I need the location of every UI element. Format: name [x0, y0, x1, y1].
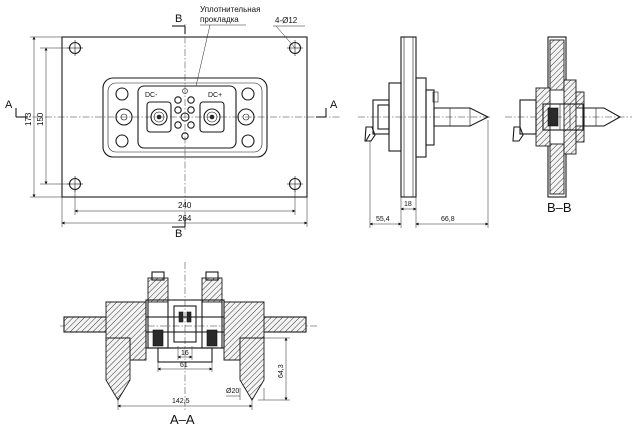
signal-pins — [174, 88, 195, 140]
svg-text:61: 61 — [180, 362, 188, 369]
mounting-holes — [67, 40, 303, 192]
svg-text:A: A — [330, 99, 338, 111]
svg-text:4-Ø12: 4-Ø12 — [275, 16, 298, 25]
dc-positive-label: DC+ — [208, 92, 222, 99]
front-view: DC- DC+ B B A A Уплотнительная — [5, 5, 340, 240]
svg-text:173: 173 — [24, 112, 33, 126]
side-view: 18 55,4 66,8 — [358, 36, 492, 228]
svg-text:A: A — [5, 99, 13, 111]
svg-text:16: 16 — [181, 350, 189, 357]
dc-negative-label: DC- — [145, 92, 158, 99]
svg-text:B: B — [175, 13, 182, 25]
holes-callout: 4-Ø12 — [273, 16, 305, 49]
housing-bosses — [115, 87, 255, 148]
gasket-callout: Уплотнительная прокладка — [195, 5, 260, 87]
svg-text:прокладка: прокладка — [200, 15, 239, 24]
svg-text:55,4: 55,4 — [376, 216, 390, 223]
dim-width: 240 264 — [61, 190, 308, 227]
svg-text:Ø20: Ø20 — [226, 388, 239, 395]
svg-text:18: 18 — [404, 201, 412, 208]
dim-height: 173 150 — [24, 36, 70, 198]
section-a-left: A — [5, 99, 28, 118]
svg-text:142,5: 142,5 — [172, 398, 190, 405]
aa-left-pin — [105, 337, 131, 401]
svg-text:264: 264 — [178, 214, 192, 223]
section-a-right: A — [316, 99, 338, 118]
section-b-top: B — [172, 13, 186, 34]
svg-text:150: 150 — [36, 112, 45, 126]
aa-right-pin — [239, 337, 265, 401]
svg-text:Уплотнительная: Уплотнительная — [200, 5, 260, 14]
side-pin — [433, 107, 490, 127]
svg-text:B: B — [175, 228, 182, 240]
svg-text:66,8: 66,8 — [441, 216, 455, 223]
svg-text:240: 240 — [178, 201, 192, 210]
section-bb: B–B — [505, 36, 632, 215]
section-aa: 16 61 142,5 Ø20 64,3 A–A — [60, 262, 318, 427]
aa-plate — [63, 316, 307, 333]
section-aa-title: A–A — [170, 412, 195, 427]
svg-text:64,3: 64,3 — [278, 364, 285, 378]
side-dims: 18 55,4 66,8 — [369, 120, 489, 228]
section-bb-title: B–B — [547, 200, 572, 215]
aa-dims: 16 61 142,5 Ø20 64,3 — [117, 337, 290, 410]
